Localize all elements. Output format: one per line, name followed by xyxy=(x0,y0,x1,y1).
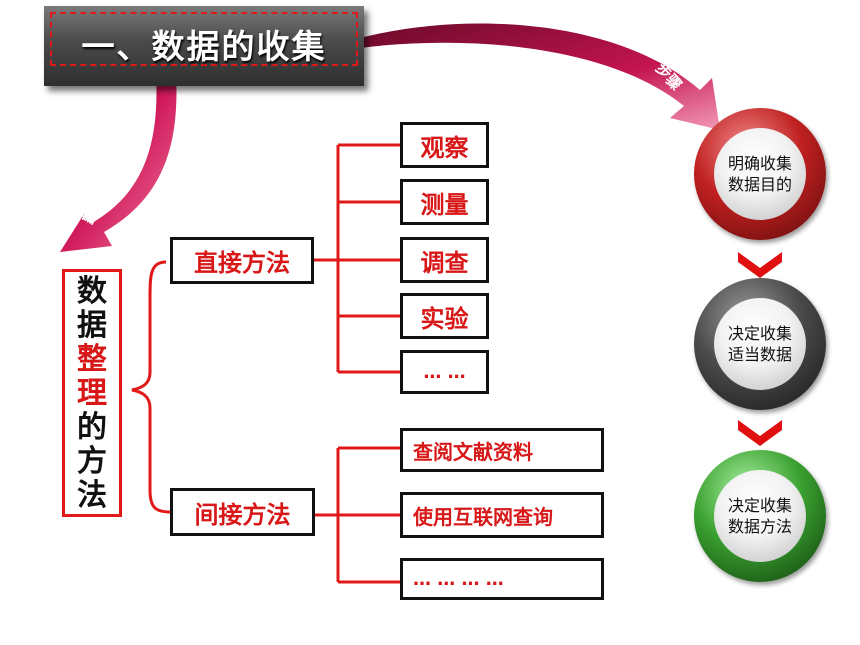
steps-curved-arrow xyxy=(360,23,720,130)
step-line: 数据方法 xyxy=(727,517,792,536)
indirect-bracket xyxy=(315,446,400,584)
step-line: 适当数据 xyxy=(727,345,792,364)
organize-char: 法 xyxy=(77,478,107,513)
page-title: 一、数据的收集 xyxy=(81,27,327,66)
step-line: 明确收集 xyxy=(727,154,792,173)
step-label-1: 明确收集数据目的 xyxy=(714,128,806,220)
chevron-down-icon xyxy=(738,252,782,278)
indirect-method-box: 间接方法 xyxy=(170,488,315,536)
direct-bracket xyxy=(313,143,400,374)
direct-item-observe: 观察 xyxy=(400,122,489,168)
organize-char-highlight: 整 xyxy=(77,342,107,377)
method-curved-arrow xyxy=(60,74,177,252)
direct-item-experiment: 实验 xyxy=(400,293,489,339)
organize-char-highlight: 理 xyxy=(77,376,107,411)
step-circle-3: 决定收集数据方法 xyxy=(694,450,826,582)
indirect-item-literature: 查阅文献资料 xyxy=(400,428,604,472)
organize-char: 方 xyxy=(77,444,107,479)
chevron-down-icon xyxy=(738,420,782,446)
indirect-item-internet: 使用互联网查询 xyxy=(400,492,604,538)
organize-char: 的 xyxy=(77,410,107,445)
step-line: 数据目的 xyxy=(727,175,792,194)
main-brace xyxy=(131,260,171,514)
direct-item-measure: 测量 xyxy=(400,179,489,225)
organize-char: 据 xyxy=(77,308,107,343)
step-label-3: 决定收集数据方法 xyxy=(714,470,806,562)
title-banner: 一、数据的收集 xyxy=(44,6,364,86)
step-line: 决定收集 xyxy=(727,324,792,343)
step-circle-2: 决定收集适当数据 xyxy=(694,278,826,410)
step-line: 决定收集 xyxy=(727,496,792,515)
data-organize-box: 数 据 整 理 的 方 法 xyxy=(62,269,122,517)
direct-method-box: 直接方法 xyxy=(170,237,314,284)
direct-item-more: … … xyxy=(400,350,489,394)
title-frame: 一、数据的收集 xyxy=(50,12,358,66)
step-circle-1: 明确收集数据目的 xyxy=(694,108,826,240)
direct-item-survey: 调查 xyxy=(400,237,489,283)
indirect-item-more: … … … … xyxy=(400,558,604,600)
organize-char: 数 xyxy=(77,274,107,309)
step-label-2: 决定收集适当数据 xyxy=(714,298,806,390)
